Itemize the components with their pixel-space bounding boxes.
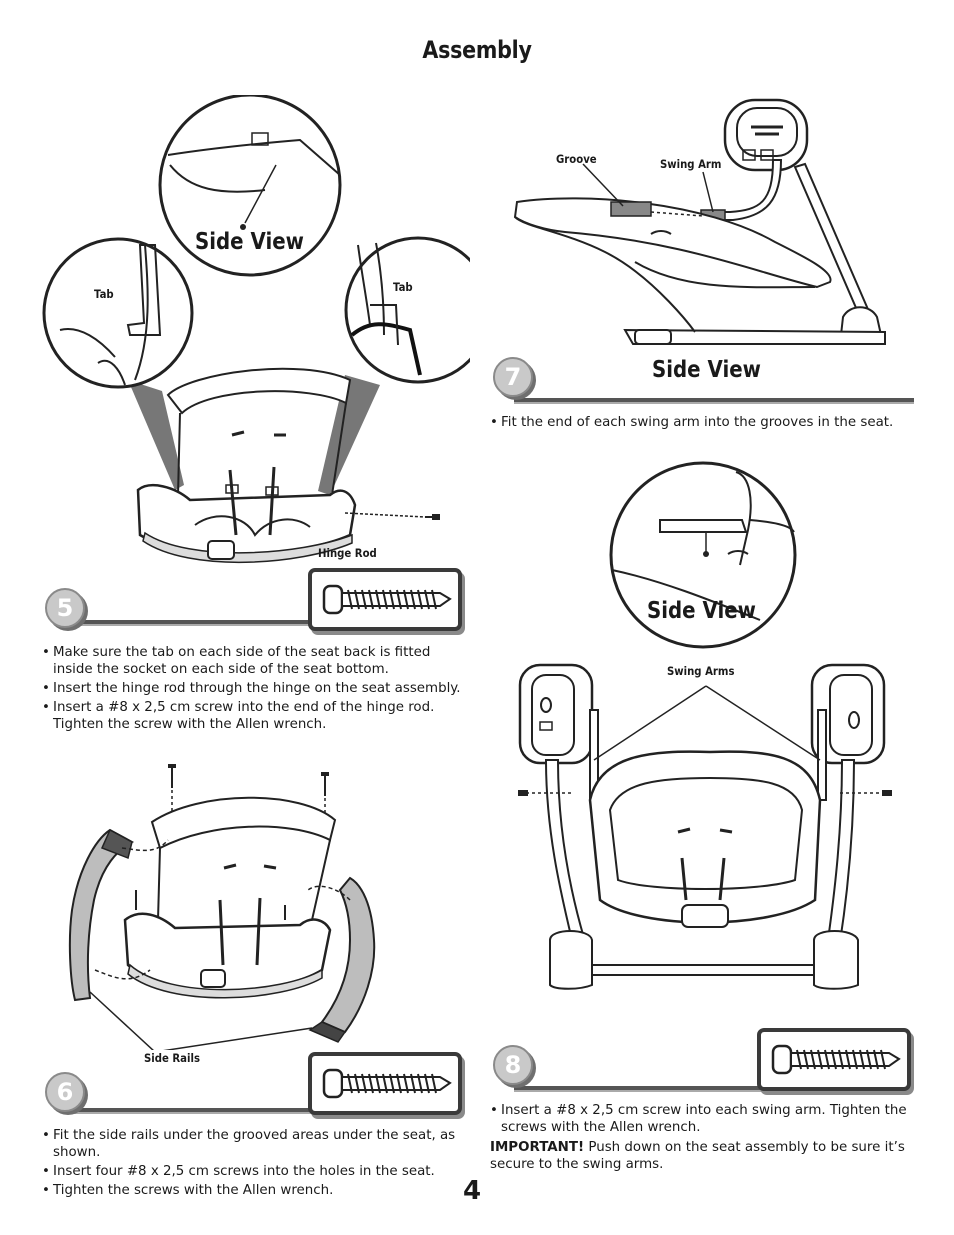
step-5-illustration xyxy=(42,95,470,564)
swing-arms-label: Swing Arms xyxy=(667,664,735,678)
step-5-screw-box xyxy=(308,568,462,631)
step-8-instruction: Insert a #8 x 2,5 cm screw into each swi… xyxy=(490,1102,915,1136)
step-5-instruction: Insert the hinge rod through the hinge o… xyxy=(42,680,467,697)
step-8-number: 8 xyxy=(493,1045,533,1085)
page-title: Assembly xyxy=(422,36,532,64)
step-6-screw-box xyxy=(308,1052,462,1115)
step-7-rule xyxy=(514,398,914,402)
step-7-instruction: Fit the end of each swing arm into the g… xyxy=(490,414,915,431)
step-8-rule xyxy=(514,1086,762,1090)
step-6-instructions: Fit the side rails under the grooved are… xyxy=(42,1127,467,1201)
step-8-instructions: Insert a #8 x 2,5 cm screw into each swi… xyxy=(490,1102,915,1138)
step-6-number: 6 xyxy=(45,1072,85,1112)
groove-label: Groove xyxy=(556,152,597,166)
side-view-label-5: Side View xyxy=(195,229,304,255)
step-5-rule xyxy=(64,620,312,624)
step-6-illustration xyxy=(68,764,376,1050)
important-label: IMPORTANT! xyxy=(490,1140,585,1155)
step-5-instruction: Make sure the tab on each side of the se… xyxy=(42,644,467,678)
page-number: 4 xyxy=(463,1176,482,1206)
step-7-illustration xyxy=(513,98,886,345)
step-8-illustration xyxy=(518,461,892,990)
hinge-rod-label: Hinge Rod xyxy=(318,546,377,560)
side-view-label-8: Side View xyxy=(647,598,756,624)
important-text: Push down on the seat assembly to be sur… xyxy=(490,1140,905,1172)
step-6-instruction: Fit the side rails under the grooved are… xyxy=(42,1127,467,1161)
important-note: IMPORTANT! Push down on the seat assembl… xyxy=(490,1139,915,1173)
tab-right-label: Tab xyxy=(393,280,413,294)
step-7-instructions: Fit the end of each swing arm into the g… xyxy=(490,414,915,433)
screw-icon xyxy=(322,584,452,615)
step-8-screw-box xyxy=(757,1028,911,1091)
screw-icon xyxy=(322,1068,452,1099)
screw-icon xyxy=(771,1044,901,1075)
step-7-number: 7 xyxy=(493,357,533,397)
step-5-instructions: Make sure the tab on each side of the se… xyxy=(42,644,467,735)
swing-arm-label: Swing Arm xyxy=(660,157,722,171)
step-6-rule xyxy=(64,1108,312,1112)
step-6-instruction: Insert four #8 x 2,5 cm screws into the … xyxy=(42,1163,467,1180)
tab-left-label: Tab xyxy=(94,287,114,301)
side-rails-label: Side Rails xyxy=(144,1051,200,1065)
step-5-instruction: Insert a #8 x 2,5 cm screw into the end … xyxy=(42,699,467,733)
side-view-label-7: Side View xyxy=(652,357,761,383)
step-6-instruction: Tighten the screws with the Allen wrench… xyxy=(42,1182,467,1199)
step-5-number: 5 xyxy=(45,588,85,628)
